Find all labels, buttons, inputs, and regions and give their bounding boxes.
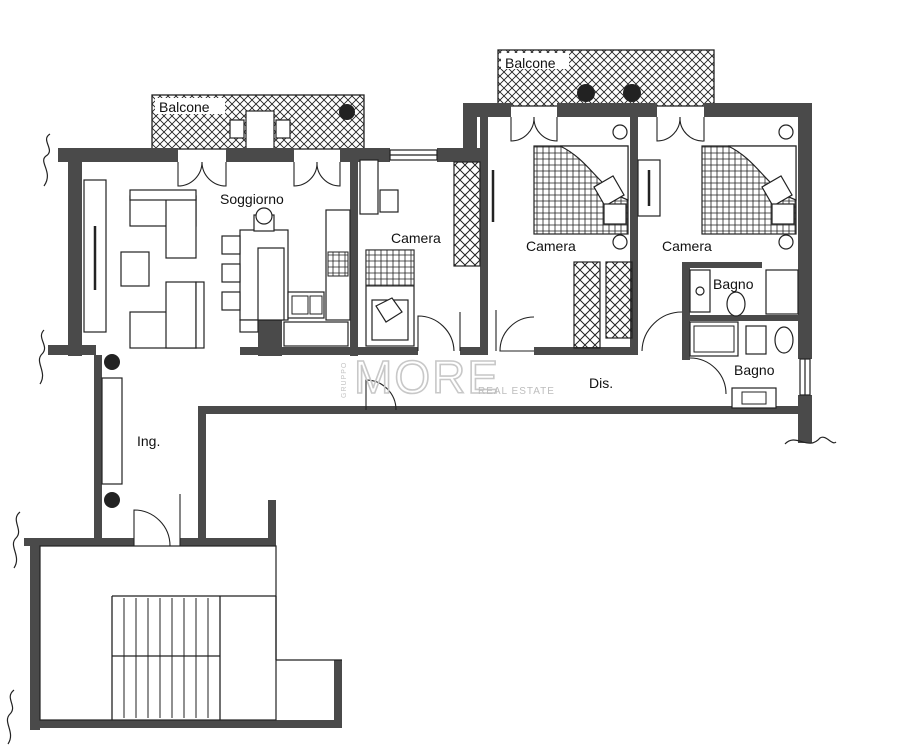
bedroom-right-furniture	[637, 124, 797, 250]
cooktop-icon	[327, 251, 349, 277]
label-bagno-lower: Bagno	[734, 362, 775, 378]
toilet-icon	[726, 291, 746, 317]
label-dis: Dis.	[589, 375, 613, 391]
plant-icon	[577, 84, 595, 102]
interior-doors	[133, 310, 727, 547]
label-ing: Ing.	[137, 433, 160, 449]
wardrobe	[605, 261, 633, 339]
watermark-tagline: REAL ESTATE	[478, 386, 555, 397]
label-camera-small: Camera	[391, 230, 441, 246]
small-bedroom-furniture	[359, 159, 481, 347]
balcony-table	[245, 110, 275, 150]
coffee-table	[120, 251, 150, 287]
label-balcone-right: Balcone	[505, 55, 556, 71]
room-labels: Balcone Balcone Soggiorno Camera Camera …	[137, 55, 775, 449]
windows	[389, 149, 811, 396]
label-camera-right: Camera	[662, 238, 712, 254]
sink-icon	[731, 387, 777, 409]
balcony-doors	[177, 116, 705, 187]
master-bedroom-furniture	[491, 124, 633, 349]
wardrobe	[453, 161, 481, 267]
toilet-icon	[774, 326, 794, 354]
plant-icon	[104, 492, 120, 508]
label-camera-mid: Camera	[526, 238, 576, 254]
label-balcone-left: Balcone	[159, 99, 210, 115]
walls	[24, 103, 812, 730]
watermark-brand: MORE	[354, 351, 500, 403]
label-soggiorno: Soggiorno	[220, 191, 284, 207]
plant-icon	[104, 354, 120, 370]
plant-icon	[339, 104, 355, 120]
balcony-right	[497, 49, 715, 107]
living-room-furniture	[83, 179, 351, 349]
entry-furniture	[101, 354, 123, 508]
wall-break-lines	[6, 133, 837, 745]
balcony-left	[151, 94, 365, 150]
bathtub-icon	[689, 321, 739, 357]
watermark-logo: MORE REAL ESTATE GRUPPO	[341, 350, 555, 404]
shower-icon	[765, 269, 799, 315]
bidet-icon	[745, 325, 767, 355]
plant-icon	[623, 84, 641, 102]
watermark-vertical: GRUPPO	[341, 362, 348, 398]
bathroom-fixtures	[689, 269, 799, 409]
entry-cabinet	[101, 377, 123, 485]
staircase	[39, 545, 342, 721]
wardrobe	[573, 261, 601, 349]
label-bagno-upper: Bagno	[713, 276, 754, 292]
